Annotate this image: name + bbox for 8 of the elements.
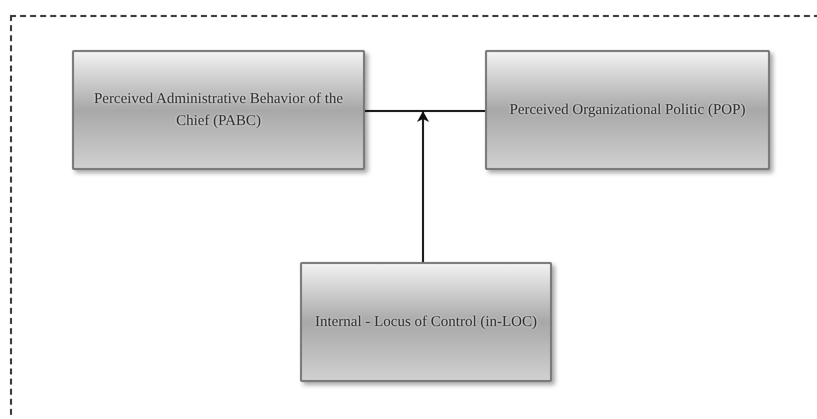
box-label: Internal - Locus of Control (in-LOC) <box>314 313 538 332</box>
variable-box <box>72 50 365 170</box>
variable-box <box>300 262 552 382</box>
connector-line <box>365 110 485 112</box>
variable-box <box>485 50 770 170</box>
box-label: Perceived Administrative Behavior of the Chief (PABC) <box>92 90 344 131</box>
box-label: Perceived Organizational Politic (POP) <box>510 101 746 120</box>
arrow <box>417 111 429 262</box>
